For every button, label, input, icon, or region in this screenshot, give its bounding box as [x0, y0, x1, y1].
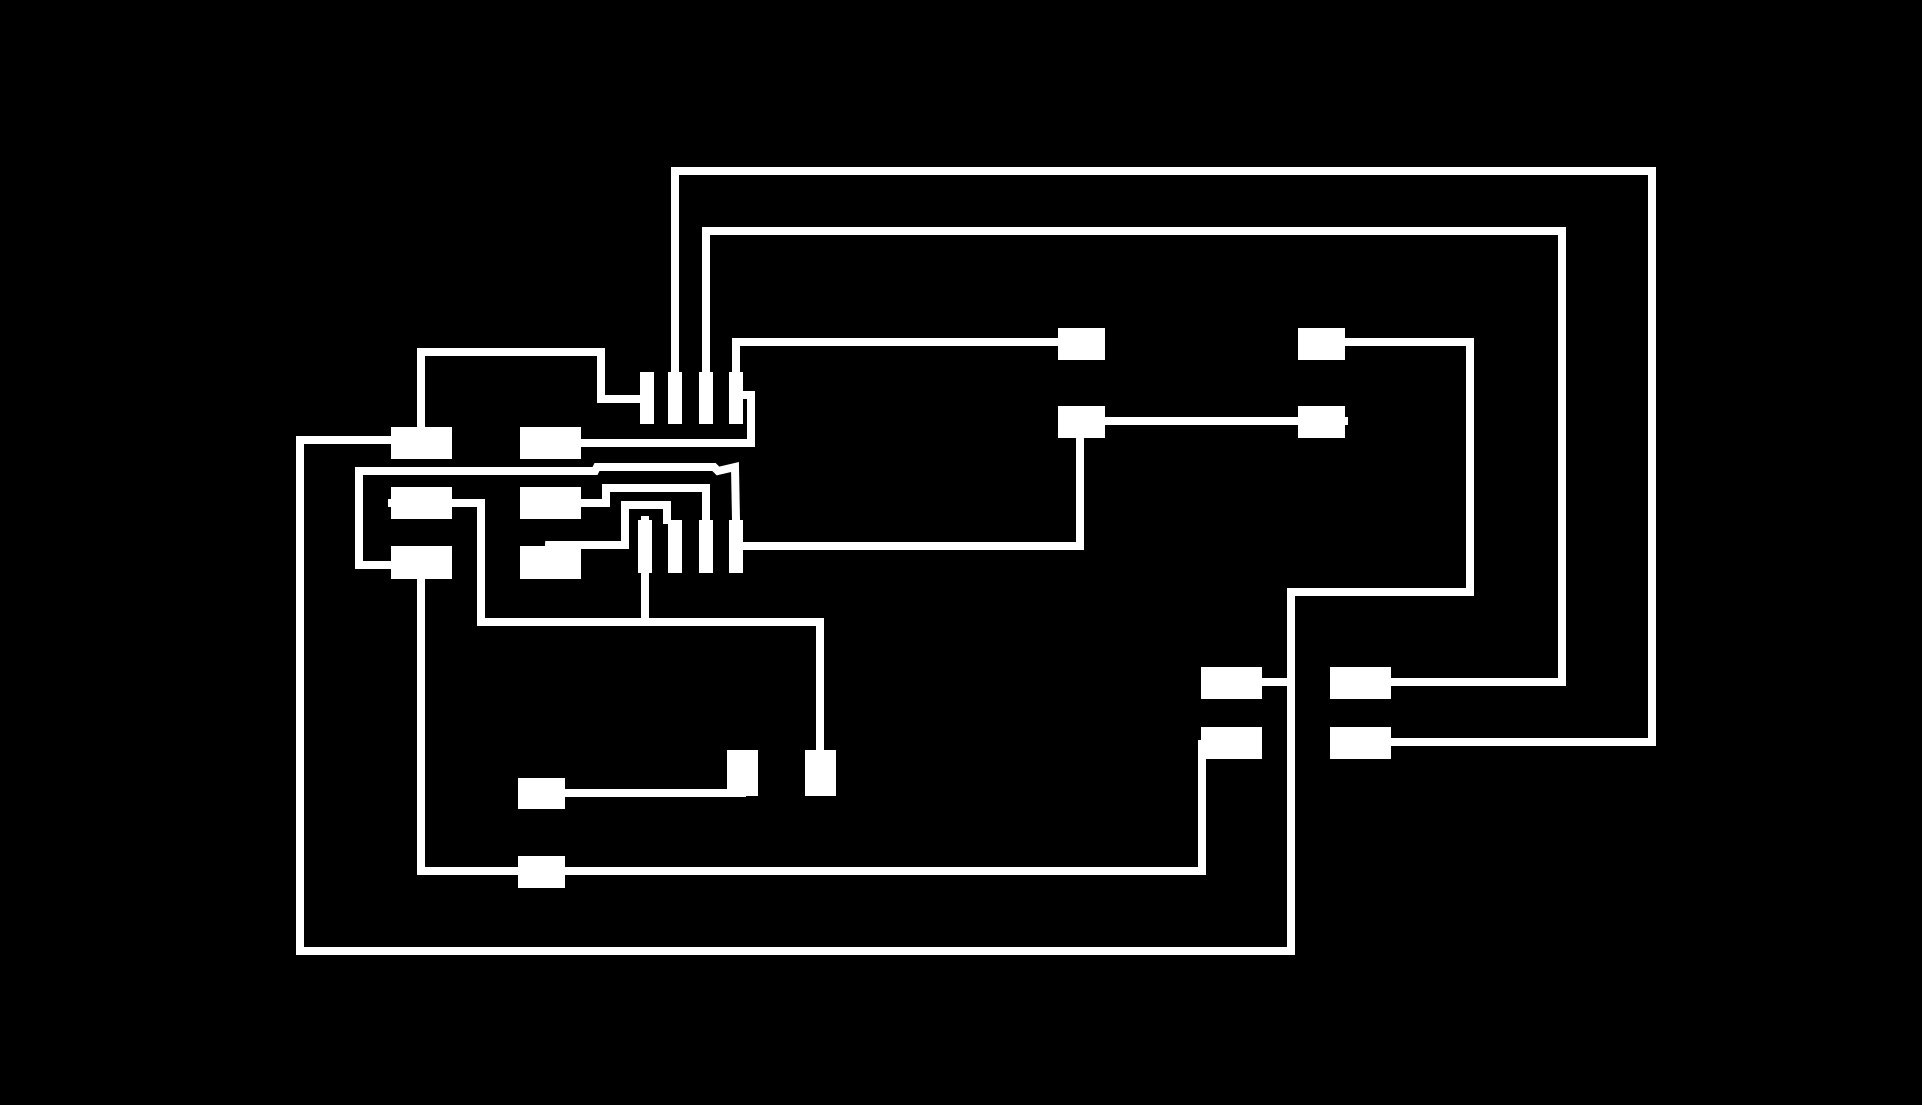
connector-pad-2 — [1330, 667, 1391, 699]
resistor-pad-left-1 — [391, 427, 452, 459]
trace-top-left-loop — [417, 348, 649, 434]
ic-top-pin-1 — [640, 372, 654, 424]
jumper-pad-right — [805, 750, 836, 796]
ic-bottom-pin-3 — [699, 520, 713, 573]
trace-inner-top — [702, 227, 1566, 686]
ic-bottom-pin-1 — [638, 520, 652, 573]
ic-top-pin-2 — [668, 372, 682, 424]
bottom-pad-2 — [518, 856, 565, 888]
connector-pad-3 — [1201, 727, 1262, 759]
connector-pad-4 — [1330, 727, 1391, 759]
resistor-pad-right-1 — [520, 427, 581, 459]
bottom-pad-1 — [518, 778, 565, 809]
trace-outer-top — [671, 167, 1656, 746]
resistor-pad-left-2 — [391, 487, 452, 519]
cap-pad-top-right — [1298, 328, 1345, 360]
ic-top-pin-3 — [699, 372, 713, 424]
resistor-pad-left-3 — [391, 546, 452, 579]
jumper-pad-left — [727, 750, 758, 796]
cap-pad-top-left — [1058, 328, 1105, 360]
trace-ic-to-resistor — [574, 391, 755, 447]
resistor-pad-right-2 — [520, 487, 581, 519]
ic-top-pin-4 — [729, 372, 743, 424]
resistor-pad-right-3 — [520, 546, 581, 579]
trace-cap-to-ic-bottom — [732, 417, 1084, 550]
ic-bottom-pin-4 — [729, 520, 743, 573]
ic-bottom-pin-2 — [668, 520, 682, 573]
cap-pad-mid-right — [1298, 406, 1345, 438]
trace-left-middle-loop — [355, 461, 741, 569]
trace-left-outer — [296, 338, 1474, 955]
connector-pad-1 — [1201, 667, 1262, 699]
pads — [391, 328, 1391, 888]
cap-pad-mid-left — [1058, 406, 1105, 438]
trace-resistor-mid — [574, 484, 710, 524]
